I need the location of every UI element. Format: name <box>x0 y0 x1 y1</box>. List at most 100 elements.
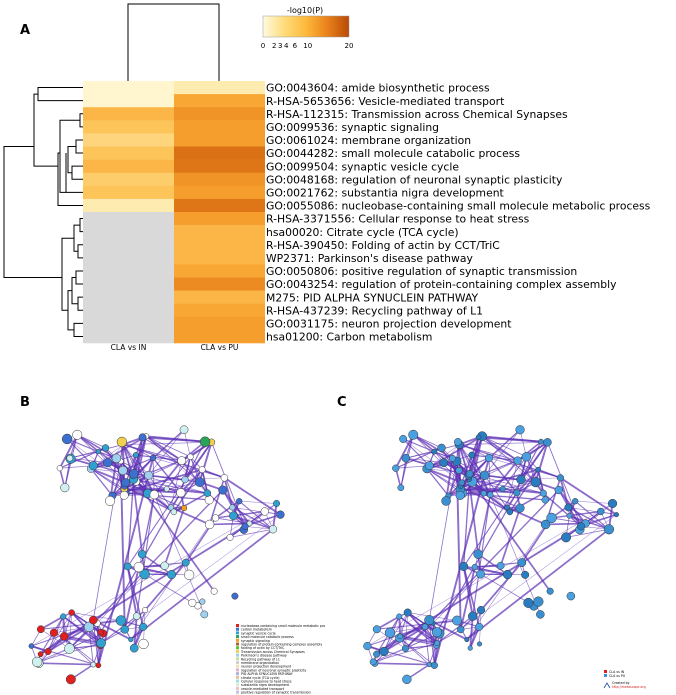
network-node <box>95 662 102 669</box>
network-node <box>543 438 552 447</box>
network-node <box>523 597 534 608</box>
network-node <box>431 448 438 455</box>
network-edge <box>148 474 186 481</box>
colorbar-tick: 0 <box>261 42 265 50</box>
network-edge <box>488 457 491 495</box>
network-b-legend-label: Parkinson's disease pathway <box>241 654 287 658</box>
network-node <box>408 429 419 440</box>
network-node <box>496 561 505 570</box>
network-b-legend-label: membrane organization <box>241 661 279 665</box>
network-edge <box>58 434 79 469</box>
network-node <box>218 485 228 495</box>
network-node <box>103 458 113 468</box>
row-dendrogram-link <box>37 87 83 102</box>
heatmap-cell <box>174 251 265 265</box>
network-node <box>116 436 127 447</box>
network-node <box>439 458 449 468</box>
network-node <box>517 558 527 568</box>
network-edge <box>123 566 140 630</box>
network-edge <box>62 615 102 644</box>
network-edge <box>183 429 191 457</box>
network-edge <box>63 637 99 666</box>
heatmap-cell <box>83 198 174 213</box>
network-edge <box>133 478 181 494</box>
network-edge <box>568 507 617 515</box>
network-edge <box>121 441 155 496</box>
network-node <box>541 496 549 504</box>
row-label: WP2371: Parkinson's disease pathway <box>266 252 473 265</box>
network-edge <box>399 619 430 639</box>
network-b-legend-swatch <box>236 668 239 672</box>
network-node <box>434 640 440 647</box>
network-node <box>554 485 563 495</box>
network-node <box>530 477 541 488</box>
network-edge <box>460 485 511 513</box>
network-edge <box>141 494 155 555</box>
network-edge <box>130 528 274 641</box>
network-b-legend-label: folding of actin by CCT/TriC <box>241 646 285 650</box>
network-edge <box>426 468 449 497</box>
network-node <box>95 449 101 455</box>
network-c-credit-url[interactable]: http://metascape.org <box>612 685 646 689</box>
heatmap-cell <box>83 172 174 187</box>
row-dendrogram <box>3 87 83 337</box>
network-edge <box>506 460 518 508</box>
network-node <box>521 570 530 579</box>
network-edge <box>413 434 462 483</box>
network-node <box>521 452 532 462</box>
network-node <box>363 641 372 651</box>
network-node <box>72 429 83 440</box>
row-dendrogram-link <box>75 270 83 285</box>
network-edge <box>67 438 126 483</box>
network-edge <box>121 441 154 459</box>
network-b-legend-label: Recycling pathway of L1 <box>241 657 280 661</box>
network-edge <box>59 465 94 469</box>
network-node <box>437 443 446 453</box>
row-label: GO:0044282: small molecule catabolic pro… <box>266 147 520 160</box>
heatmap-cell <box>83 133 174 147</box>
network-node <box>198 466 206 474</box>
network-node <box>199 598 206 605</box>
network-node <box>211 514 220 522</box>
heatmap-cell <box>83 277 174 291</box>
network-node <box>132 452 139 458</box>
network-node <box>89 615 98 625</box>
network-node <box>566 591 576 601</box>
row-dendrogram-link <box>75 139 83 154</box>
network-node <box>566 512 573 519</box>
network-node <box>403 608 412 617</box>
network-edge <box>153 494 205 615</box>
network-node <box>142 607 149 614</box>
network-b-legend-swatch <box>236 683 239 687</box>
row-label: GO:0099536: synaptic signaling <box>266 121 439 134</box>
network-edge <box>215 500 240 519</box>
network-node <box>456 625 465 634</box>
network-node <box>199 436 211 447</box>
network-edge <box>469 616 474 649</box>
network-node <box>538 438 544 445</box>
network-node <box>88 461 98 471</box>
network-node <box>105 495 116 506</box>
colorbar-tick: 4 <box>284 42 289 50</box>
network-b-legend-swatch <box>236 675 239 679</box>
column-dendrogram-link <box>127 3 220 81</box>
network-node <box>513 489 521 497</box>
network-b-legend-swatch <box>236 635 239 639</box>
network-c-legend-swatch <box>604 670 607 673</box>
network-edge <box>198 442 213 483</box>
network-edge <box>38 648 70 664</box>
heatmap-cell <box>174 277 265 291</box>
network-node <box>475 434 482 441</box>
network-node <box>188 598 197 607</box>
metascape-logo-icon <box>603 682 611 689</box>
column-label: CLA vs PU <box>201 343 239 352</box>
row-label: GO:0021762: substantia nigra development <box>266 187 504 200</box>
heatmap-cell <box>174 107 265 121</box>
network-b-legend-label: regulation of neuronal synaptic plastici… <box>241 668 306 672</box>
row-dendrogram-link <box>3 146 62 278</box>
network-node <box>484 453 494 463</box>
network-b-legend-label: synaptic signaling <box>241 639 270 643</box>
